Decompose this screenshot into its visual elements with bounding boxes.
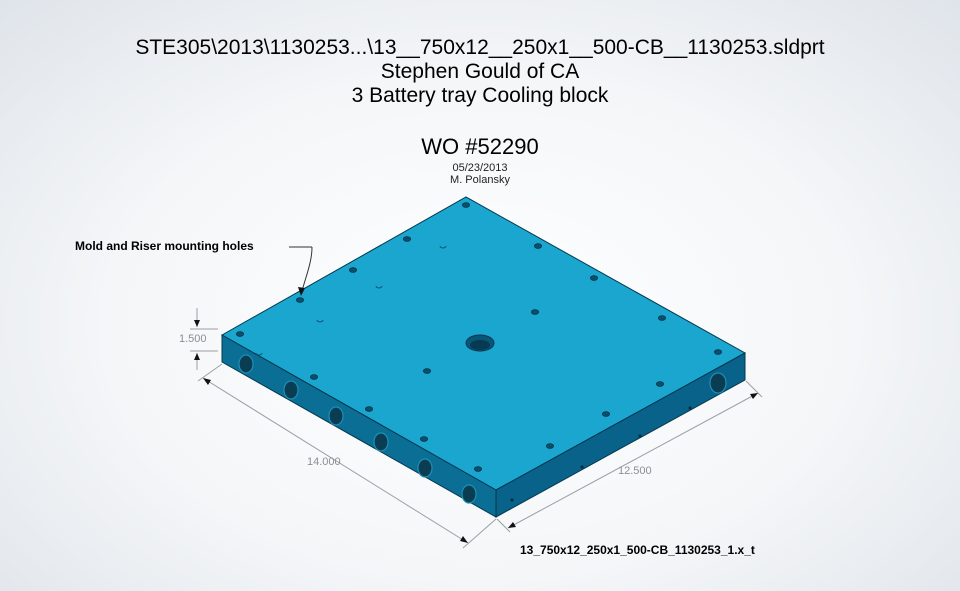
small-hole-marks <box>255 245 447 356</box>
mounting-hole <box>534 243 543 249</box>
width-extension-right <box>745 380 763 398</box>
arrowhead <box>203 378 211 385</box>
drawing-date: 05/23/2013 <box>452 162 508 174</box>
cooling-channel-hole <box>238 354 254 374</box>
drawing-author: M. Polansky <box>450 174 510 186</box>
arrowhead <box>194 353 200 360</box>
hole-mark <box>439 245 447 249</box>
company-name: Stephen Gould of CA <box>380 60 580 83</box>
mounting-hole <box>364 406 373 412</box>
center-bore-inner <box>470 340 490 350</box>
side-dot <box>580 465 584 469</box>
mounting-hole <box>473 466 482 472</box>
mounting-hole <box>658 315 667 321</box>
cooling-channel-hole <box>373 432 389 452</box>
arrowhead <box>460 536 468 543</box>
mounting-hole <box>422 368 431 374</box>
part-name: 3 Battery tray Cooling block <box>351 84 609 107</box>
width-dimension-label: 12.500 <box>618 465 652 477</box>
width-extension-left <box>496 518 511 533</box>
mounting-hole <box>656 381 665 387</box>
length-dimension-label: 14.000 <box>307 456 341 468</box>
mounting-hole <box>348 267 357 273</box>
mounting-hole <box>461 202 470 208</box>
arrowhead <box>508 522 516 528</box>
mounting-hole <box>714 349 723 355</box>
mounting-hole <box>235 331 244 337</box>
file-path-title: STE305\2013\1130253...\13__750x12__250x1… <box>135 36 825 59</box>
cooling-channel-hole <box>417 458 433 478</box>
side-dot <box>688 406 692 410</box>
mounting-holes-callout: Mold and Riser mounting holes <box>75 239 254 253</box>
cooling-channel-hole <box>283 380 299 400</box>
cooling-channel-hole <box>328 406 344 426</box>
callout-leader <box>289 246 313 292</box>
side-face-dots <box>510 406 692 502</box>
mounting-hole <box>309 374 318 380</box>
side-dot <box>510 498 514 502</box>
length-extension-right <box>462 518 497 549</box>
dimension-lines <box>190 308 763 549</box>
side-dot <box>638 434 642 438</box>
mounting-hole <box>531 309 540 315</box>
mounting-hole <box>419 436 428 442</box>
arrowhead <box>194 320 200 327</box>
length-dimension-line <box>202 377 469 544</box>
dimension-arrowheads <box>194 320 758 543</box>
mounting-hole <box>295 297 304 303</box>
export-filename: 13_750x12_250x1_500-CB_1130253_1.x_t <box>520 543 755 557</box>
height-dimension-label: 1.500 <box>179 333 207 345</box>
length-extension-left <box>197 363 223 382</box>
mounting-hole <box>546 443 555 449</box>
hole-mark <box>375 285 383 289</box>
side-channel-hole <box>709 372 727 394</box>
leader-arrowhead <box>298 287 305 296</box>
block-right-face <box>495 352 746 518</box>
hole-mark <box>316 319 324 323</box>
hole-mark <box>255 352 263 356</box>
mounting-holes <box>235 202 723 472</box>
arrowhead <box>750 393 758 399</box>
mounting-hole <box>602 411 611 417</box>
width-dimension-line <box>507 392 759 529</box>
mounting-hole <box>590 275 599 281</box>
leader-curve <box>301 246 313 292</box>
cooling-channel-holes <box>238 354 477 504</box>
mounting-hole <box>402 236 411 242</box>
work-order: WO #52290 <box>421 134 539 159</box>
cooling-channel-hole <box>461 484 477 504</box>
block-3d-model <box>220 196 747 518</box>
